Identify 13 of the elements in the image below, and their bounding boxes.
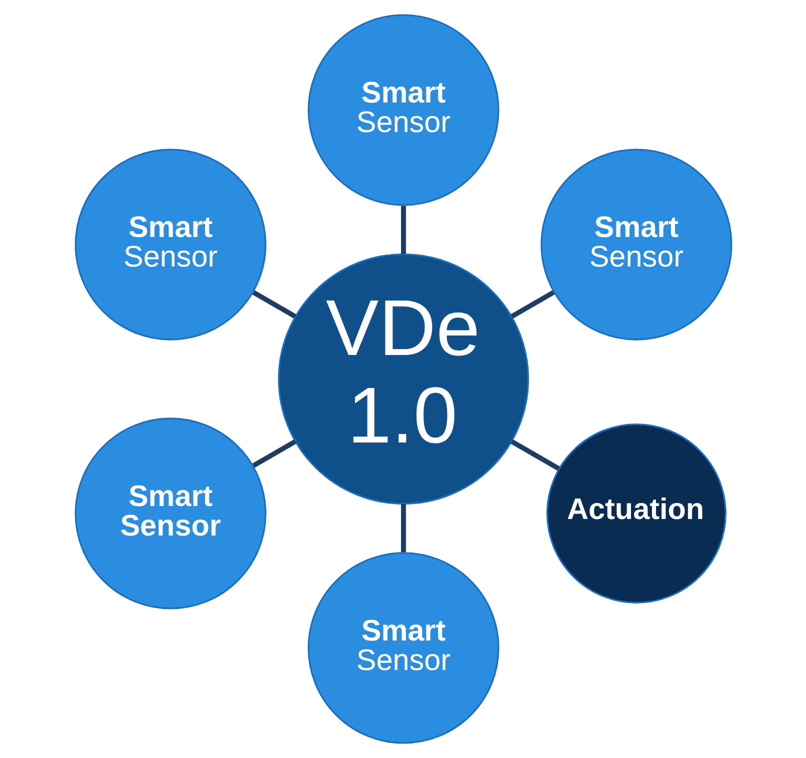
connector: [510, 439, 560, 471]
connector: [400, 206, 406, 254]
connector: [252, 290, 296, 319]
node-circle: Smart Sensor: [540, 148, 732, 340]
connector: [400, 504, 406, 552]
connector: [252, 439, 296, 468]
node-circle: VDe 1.0: [277, 253, 529, 505]
node-circle: Smart Sensor: [307, 552, 499, 744]
node-circle: Actuation: [546, 423, 726, 604]
node-circle: Smart Sensor: [74, 418, 266, 610]
connector: [510, 290, 554, 319]
node-circle: Smart Sensor: [74, 148, 266, 340]
node-circle: Smart Sensor: [307, 14, 499, 206]
